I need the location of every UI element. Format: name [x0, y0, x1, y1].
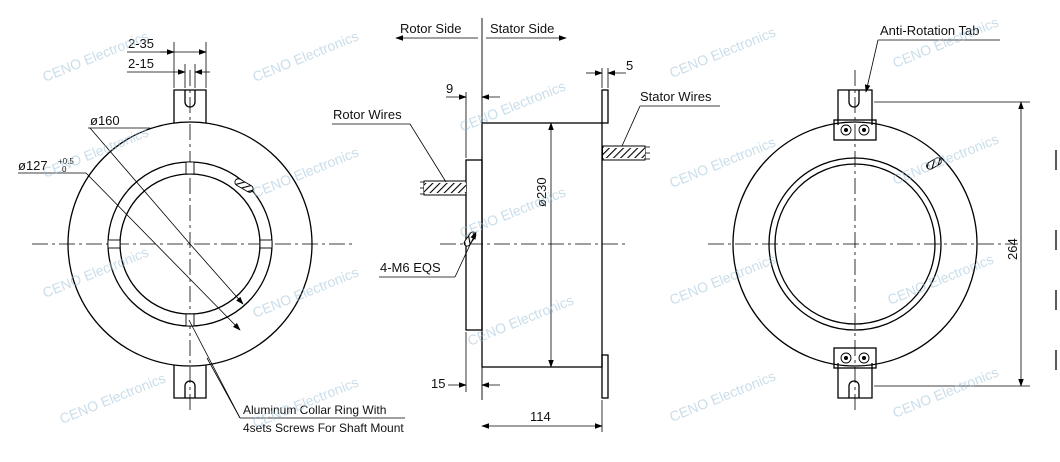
dim-264-lines [874, 101, 1030, 387]
dim-127-upper-tol: +0.5 [58, 157, 74, 166]
watermark-text: CENO Electronics [667, 251, 778, 308]
collar-screws [107, 161, 273, 327]
dim-160: ø160 [90, 113, 120, 128]
m6-leader-diag [454, 231, 477, 278]
dim-5-lines [586, 68, 626, 88]
dim-127: ø127 [18, 158, 48, 173]
watermark-text: CENO Electronics [57, 370, 168, 427]
rotor-side-label: Rotor Side [400, 21, 461, 36]
stator-side-label: Stator Side [490, 21, 554, 36]
collar-label-line2: 4sets Screws For Shaft Mount [243, 421, 404, 435]
collar-leader [188, 319, 405, 419]
dim-127-lower-tol: 0 [62, 165, 67, 174]
middle-bottom-tab [601, 354, 609, 399]
middle-side-view: Rotor Side Stator Side [332, 18, 720, 432]
dim-9-lines [446, 92, 500, 158]
watermark-text: CENO Electronics [667, 24, 778, 81]
right-outer-circle [732, 121, 978, 367]
stator-wires-leader-diag [621, 105, 641, 147]
watermark-text: CENO Electronics [890, 364, 1001, 421]
right-front-view: Anti-Rotation Tab 264 [708, 23, 1030, 410]
dim-114-lines [481, 400, 603, 432]
watermark-text: CENO Electronics [250, 28, 361, 85]
dim-264: 264 [1005, 238, 1020, 260]
anti-rotation-label: Anti-Rotation Tab [880, 23, 980, 38]
rotor-wires-label: Rotor Wires [333, 107, 402, 122]
dim-9: 9 [446, 81, 453, 96]
watermark-text: CENO Electronics [40, 124, 151, 181]
watermark-text: CENO Electronics [667, 134, 778, 191]
watermark-text: CENO Electronics [890, 131, 1001, 188]
left-diameter-leaders [18, 127, 244, 331]
left-bottom-tab [173, 365, 207, 399]
dim-230: ø230 [534, 177, 549, 207]
right-bore-outer [768, 157, 942, 331]
rotor-wire-bundle [420, 180, 467, 196]
middle-top-tab [601, 89, 609, 124]
watermark-text: CENO Electronics [667, 368, 778, 425]
anti-rotation-leader-diag [864, 39, 879, 93]
left-outer-circle [67, 121, 313, 367]
stator-wire-bundle [602, 145, 650, 161]
right-bore-inner [774, 163, 936, 325]
dim-15: 15 [431, 376, 445, 391]
right-top-tab [833, 89, 877, 141]
dim-2-35: 2-35 [128, 36, 154, 51]
left-top-tab [173, 89, 207, 123]
right-wire-slot [926, 157, 942, 170]
left-tab-dimensions [127, 42, 210, 88]
left-wire-slot [234, 178, 254, 193]
watermark-text: CENO Electronics [40, 244, 151, 301]
watermark-text: CENO Electronics [250, 144, 361, 201]
dim-230-lines [537, 122, 590, 368]
left-front-view: 2-35 2-15 ø160 ø127 +0.5 0 Aluminum Coll… [18, 36, 405, 435]
right-bottom-tab [833, 347, 877, 399]
watermark-text: CENO Electronics [885, 251, 996, 308]
dim-15-lines [448, 332, 500, 392]
dim-5: 5 [626, 58, 633, 73]
m6-label: 4-M6 EQS [380, 260, 441, 275]
stator-wires-label: Stator Wires [640, 89, 712, 104]
dim-2-15: 2-15 [128, 56, 154, 71]
collar-label-line1: Aluminum Collar Ring With [243, 403, 386, 417]
dim-114: 114 [530, 409, 551, 424]
rotor-wires-leader-diag [409, 123, 447, 183]
